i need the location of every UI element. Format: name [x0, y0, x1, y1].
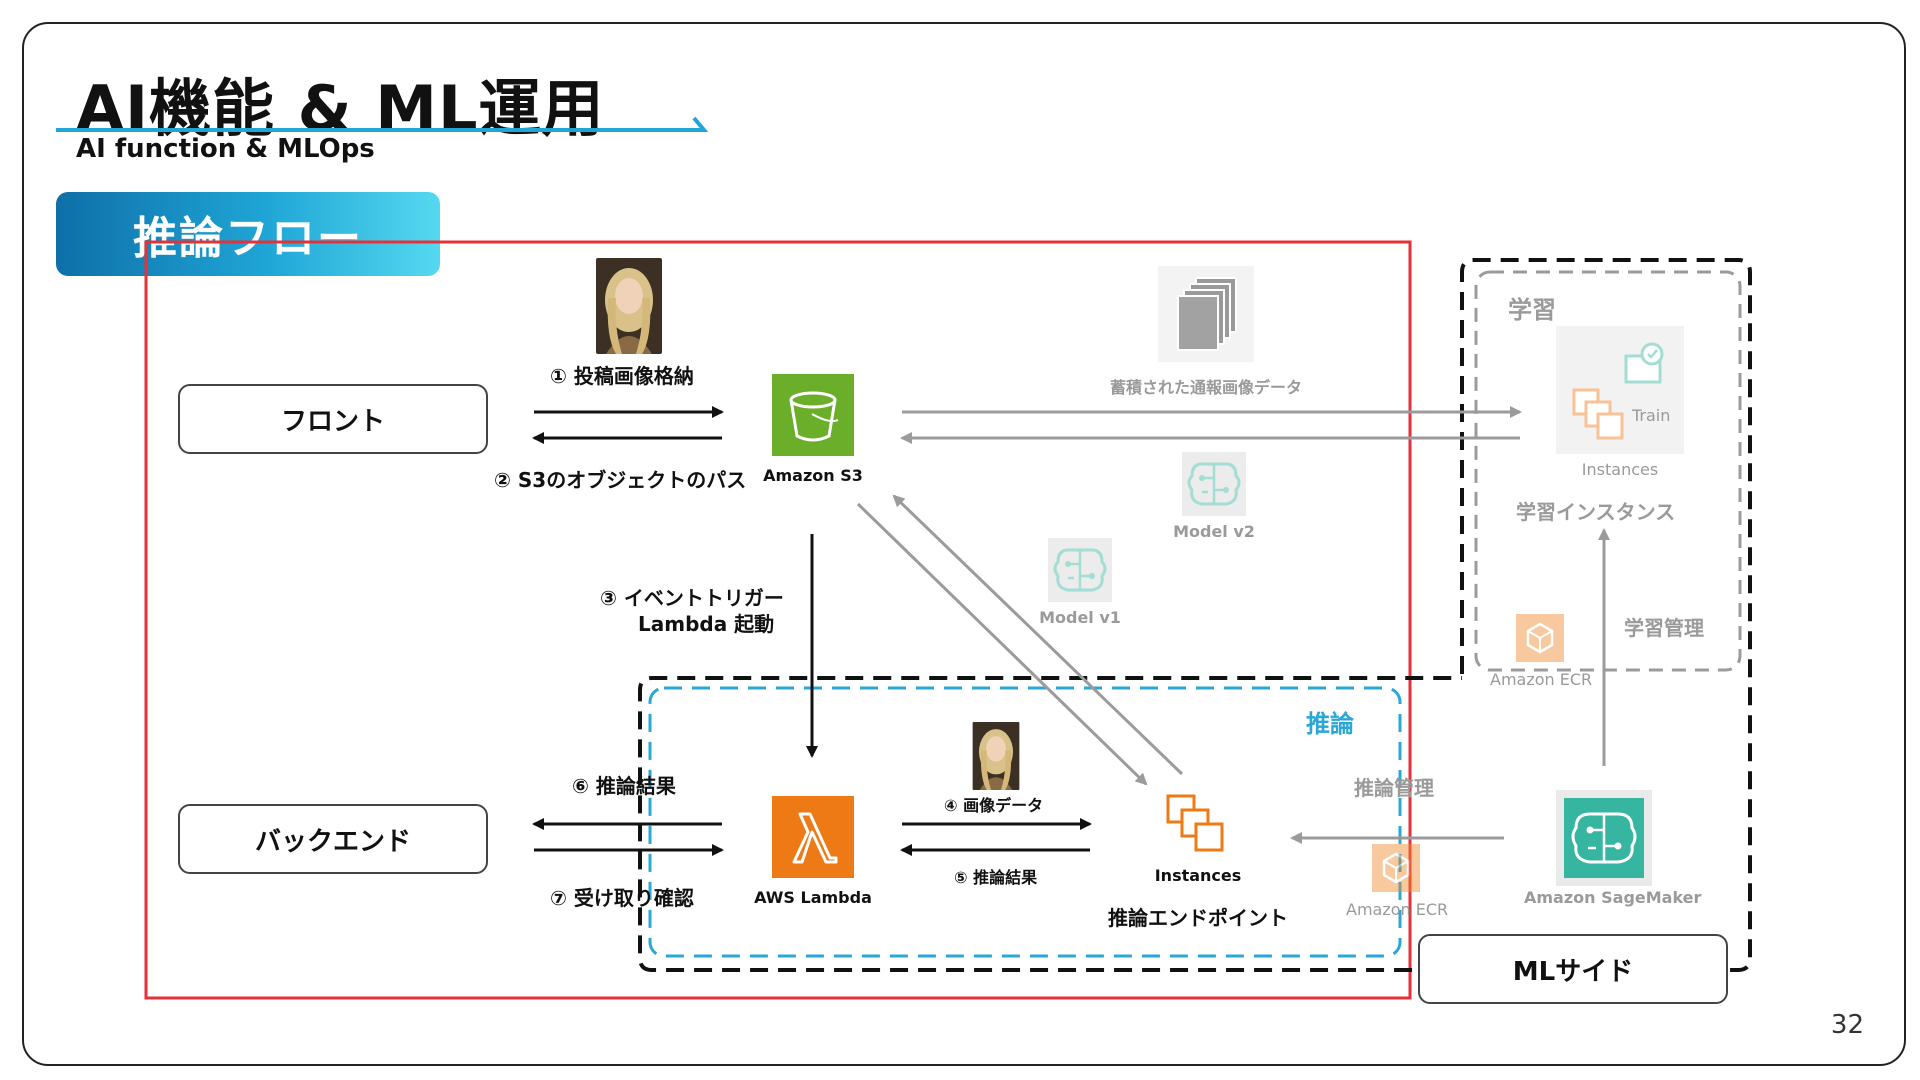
stored-images-label: 蓄積された通報画像データ	[1109, 378, 1302, 397]
model-v1-brain-icon	[1048, 538, 1112, 602]
amazon-sagemaker-label: Amazon SageMaker	[1524, 888, 1702, 907]
training-instance-icon	[1556, 326, 1684, 454]
portrait-image-icon	[596, 258, 662, 354]
step6-label: ⑥ 推論結果	[572, 774, 676, 798]
arrow-s3-to-endpoint	[856, 502, 1148, 786]
model-v2-label: Model v2	[1173, 522, 1255, 541]
step3-label-line2: Lambda 起動	[638, 612, 775, 636]
title-underline	[56, 116, 709, 132]
portrait-image-small-icon	[972, 722, 1020, 790]
front-box: フロント	[178, 384, 488, 454]
backend-box: バックエンド	[178, 804, 488, 874]
inference-endpoint-label: 推論エンドポイント	[1108, 906, 1288, 930]
train-text-label: Train	[1632, 406, 1671, 425]
slide-title: AI機能 & ML運用	[76, 72, 605, 145]
instances-inference-label: Instances	[1154, 866, 1242, 885]
amazon-ecr-top-icon	[1516, 614, 1564, 662]
amazon-ecr-bottom-label: Amazon ECR	[1346, 900, 1449, 919]
training-region	[1474, 270, 1742, 672]
aws-lambda-icon	[772, 796, 854, 878]
model-v2-brain-icon	[1182, 452, 1246, 516]
instances-training-label: Instances	[1581, 460, 1659, 479]
amazon-s3-label: Amazon S3	[763, 466, 863, 485]
step3-label-line1: ③ イベントトリガー	[600, 586, 784, 610]
training-instance-label: 学習インスタンス	[1516, 500, 1676, 524]
slide-subtitle: AI function & MLOps	[76, 134, 375, 164]
section-label: 推論フロー	[56, 192, 440, 276]
instances-icon	[1166, 794, 1224, 852]
amazon-ecr-bottom-icon	[1372, 844, 1420, 892]
model-v1-label: Model v1	[1039, 608, 1121, 627]
ml-side-box: MLサイド	[1418, 934, 1728, 1004]
step1-label: ① 投稿画像格納	[550, 364, 694, 388]
step7-label: ⑦ 受け取り確認	[550, 886, 694, 910]
amazon-sagemaker-icon	[1556, 790, 1652, 886]
arrow-endpoint-to-s3	[892, 494, 1184, 776]
amazon-ecr-top-label: Amazon ECR	[1490, 670, 1593, 689]
training-region-label: 学習	[1508, 296, 1556, 324]
inference-region-label: 推論	[1306, 710, 1354, 738]
step2-label: ② S3のオブジェクトのパス	[494, 468, 747, 492]
amazon-s3-icon	[772, 374, 854, 456]
inference-management-label: 推論管理	[1354, 776, 1434, 800]
page-number: 32	[1830, 1010, 1864, 1040]
stored-images-icon	[1158, 266, 1254, 362]
aws-lambda-label: AWS Lambda	[754, 888, 872, 907]
inference-flow-frame	[144, 240, 1412, 1000]
step5-label: ⑤ 推論結果	[954, 868, 1038, 887]
step4-label: ④ 画像データ	[944, 796, 1044, 815]
ml-side-boundary	[638, 258, 1752, 972]
training-management-label: 学習管理	[1624, 616, 1704, 640]
